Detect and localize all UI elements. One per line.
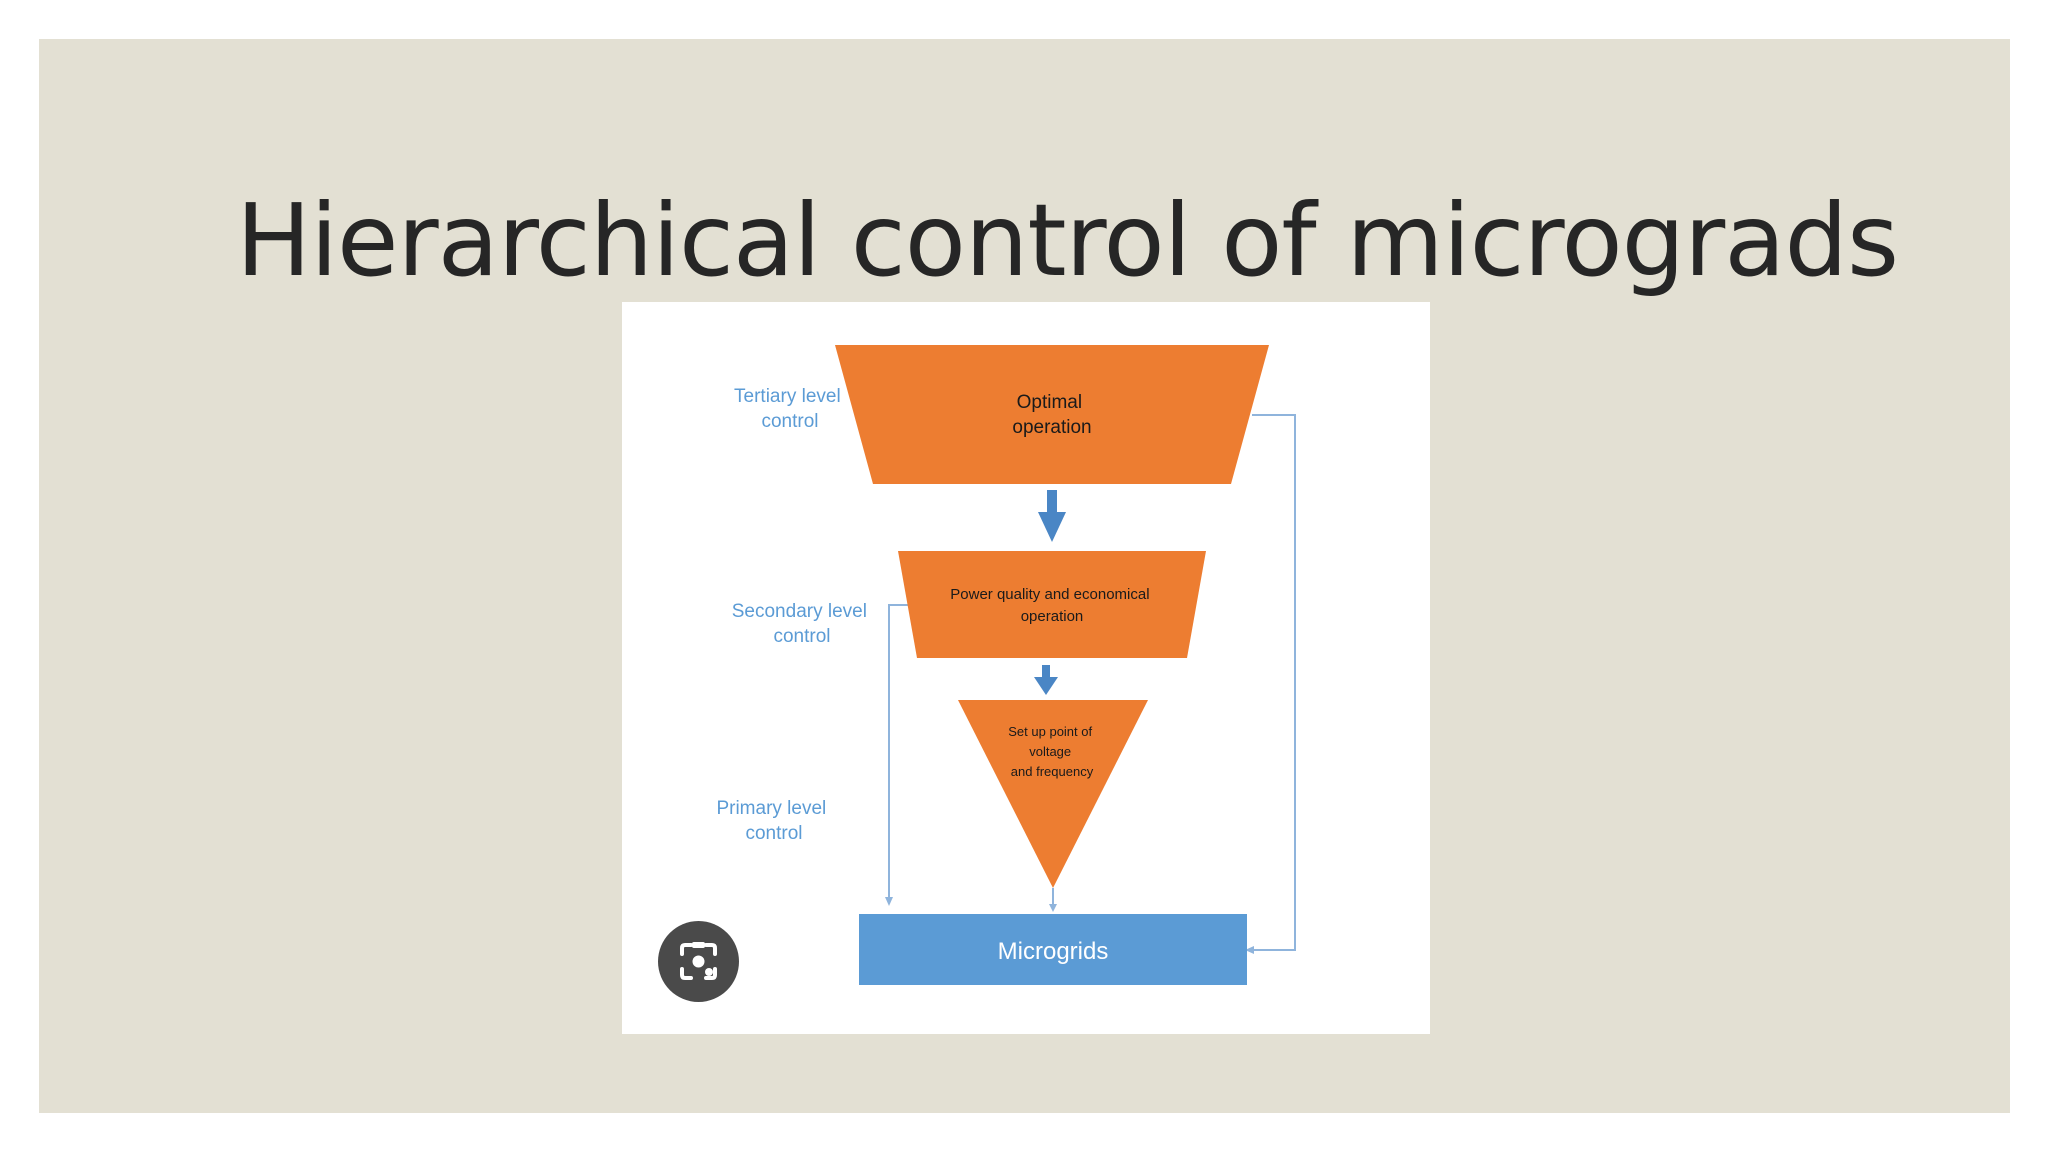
optimal-operation-trapezoid [835, 345, 1269, 484]
slide-title: Hierarchical control of micrograds [236, 182, 1899, 299]
tertiary-level-label: Tertiary level control [734, 386, 846, 432]
arrow-down-1-head [1038, 512, 1066, 542]
optimal-operation-text: Optimal operation [1012, 392, 1091, 438]
tertiary-label-line-2: control [761, 411, 818, 432]
primary-level-label: Primary level control [716, 798, 831, 844]
hierarchy-diagram: Optimal operation Power quality and econ… [716, 345, 1296, 985]
power-quality-trapezoid [898, 551, 1206, 658]
power-quality-text: Power quality and economical operation [950, 586, 1153, 625]
feedback-arrowhead-secondary [885, 897, 893, 906]
optimal-line-2: operation [1012, 417, 1091, 438]
microgrids-label: Microgrids [998, 938, 1109, 965]
tertiary-label-line-1: Tertiary level [734, 386, 841, 407]
feedback-line-tertiary [1252, 414, 1296, 951]
optimal-line-1: Optimal [1017, 392, 1082, 413]
set-point-line-3: and frequency [1011, 764, 1094, 779]
arrow-down-2-shaft [1042, 665, 1050, 679]
secondary-label-line-2: control [773, 626, 830, 647]
diagram-panel: Optimal operation Power quality and econ… [622, 302, 1430, 1034]
feedback-arrowhead-tertiary [1245, 946, 1254, 954]
set-point-line-2: voltage [1029, 744, 1071, 759]
camera-search-icon [680, 942, 717, 980]
set-point-text: Set up point of voltage and frequency [1008, 724, 1095, 779]
primary-label-line-1: Primary level [716, 798, 826, 819]
microgrids-box [859, 914, 1247, 985]
power-quality-line-2: operation [1021, 608, 1084, 625]
set-point-triangle [958, 700, 1148, 888]
feedback-line-secondary [888, 604, 909, 900]
arrow-down-1-shaft [1047, 490, 1057, 516]
lens-search-button[interactable] [658, 921, 739, 1002]
primary-label-line-2: control [745, 823, 802, 844]
connector-arrowhead-primary [1049, 904, 1057, 912]
secondary-level-label: Secondary level control [732, 601, 872, 647]
secondary-label-line-1: Secondary level [732, 601, 867, 622]
arrow-down-2-head [1034, 677, 1058, 695]
set-point-line-1: Set up point of [1008, 724, 1092, 739]
power-quality-line-1: Power quality and economical [950, 586, 1149, 603]
